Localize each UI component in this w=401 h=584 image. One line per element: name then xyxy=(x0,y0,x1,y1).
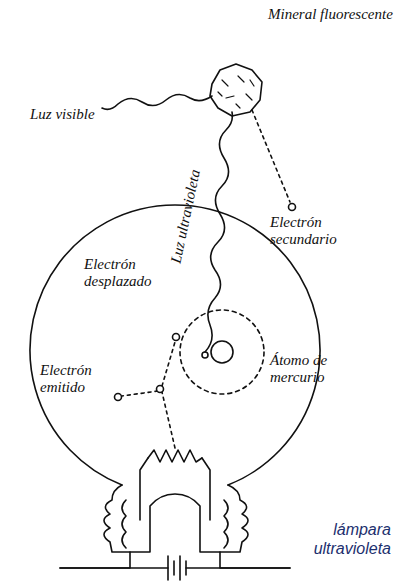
electron xyxy=(157,386,164,393)
mineral-texture xyxy=(218,76,254,108)
electron xyxy=(289,204,296,211)
battery-symbol xyxy=(168,556,186,580)
mineral-label: Mineral fluorescente xyxy=(268,6,396,23)
wire xyxy=(60,552,290,568)
electron xyxy=(173,334,180,341)
electron-path xyxy=(122,391,158,396)
lamp-base xyxy=(104,485,248,552)
mercury-nucleus xyxy=(211,341,233,363)
electron-label: Electrón desplazado xyxy=(84,256,168,290)
wire xyxy=(60,567,290,569)
electron xyxy=(202,352,208,358)
base-thread xyxy=(224,500,228,548)
filament xyxy=(148,450,202,462)
base-thread xyxy=(122,500,126,548)
electron-path xyxy=(162,342,175,386)
electron-path xyxy=(252,110,290,202)
electron-label: Electrón secundario xyxy=(270,214,366,248)
fluorescent-mineral xyxy=(210,64,262,116)
visible-light-ray xyxy=(102,94,212,109)
electron-orbit xyxy=(180,310,264,394)
electron-path xyxy=(162,392,175,448)
ray-label: Luz ultravioleta xyxy=(167,168,203,265)
caption: lámpara ultravioleta xyxy=(295,520,391,558)
atom-label: Átomo de mercurio xyxy=(270,352,342,386)
electron-label: Electrón emitido xyxy=(40,362,112,396)
electron xyxy=(115,394,122,401)
ultraviolet-ray xyxy=(205,112,232,352)
light-label: Luz visible xyxy=(30,106,110,123)
filament-support xyxy=(140,458,210,520)
